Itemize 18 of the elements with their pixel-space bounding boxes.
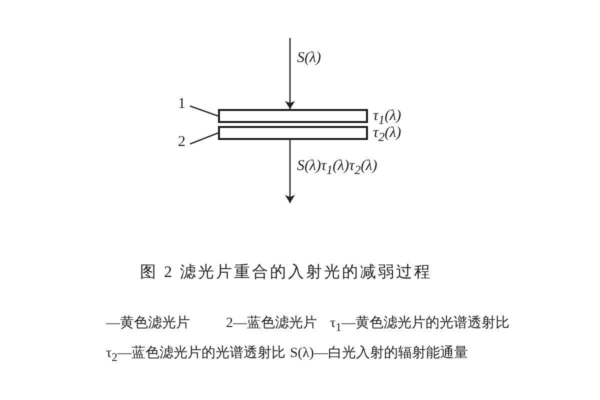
callout-number: 1 xyxy=(178,96,186,112)
transmittance-label: τ$_{1}$(λ) xyxy=(373,108,402,127)
key-entry: —黄色滤光片 xyxy=(106,314,190,332)
arrow xyxy=(285,38,295,109)
leader-line xyxy=(190,132,218,145)
key-entry: τ$_{1}$—黄色滤光片的光谱透射比 xyxy=(330,314,510,334)
callout-number: 2 xyxy=(178,134,186,150)
leader-line xyxy=(190,105,218,117)
key-entry: τ$_{2}$—蓝色滤光片的光谱透射比 xyxy=(106,344,286,364)
edge-label: S(λ)τ$_{1}$(λ)τ$_{2}$(λ) xyxy=(297,158,378,178)
arrow xyxy=(285,140,295,203)
figure-caption: 图 2 滤光片重合的入射光的减弱过程 xyxy=(140,262,432,283)
filter-plate xyxy=(218,109,368,123)
transmittance-label: τ$_{2}$(λ) xyxy=(373,125,402,145)
key-entry: S(λ)—白光入射的辐射能通量 xyxy=(290,344,468,362)
filter-plate xyxy=(218,126,368,140)
key-entry: 2—蓝色滤光片 xyxy=(226,314,317,332)
edge-label: S(λ) xyxy=(297,50,321,66)
